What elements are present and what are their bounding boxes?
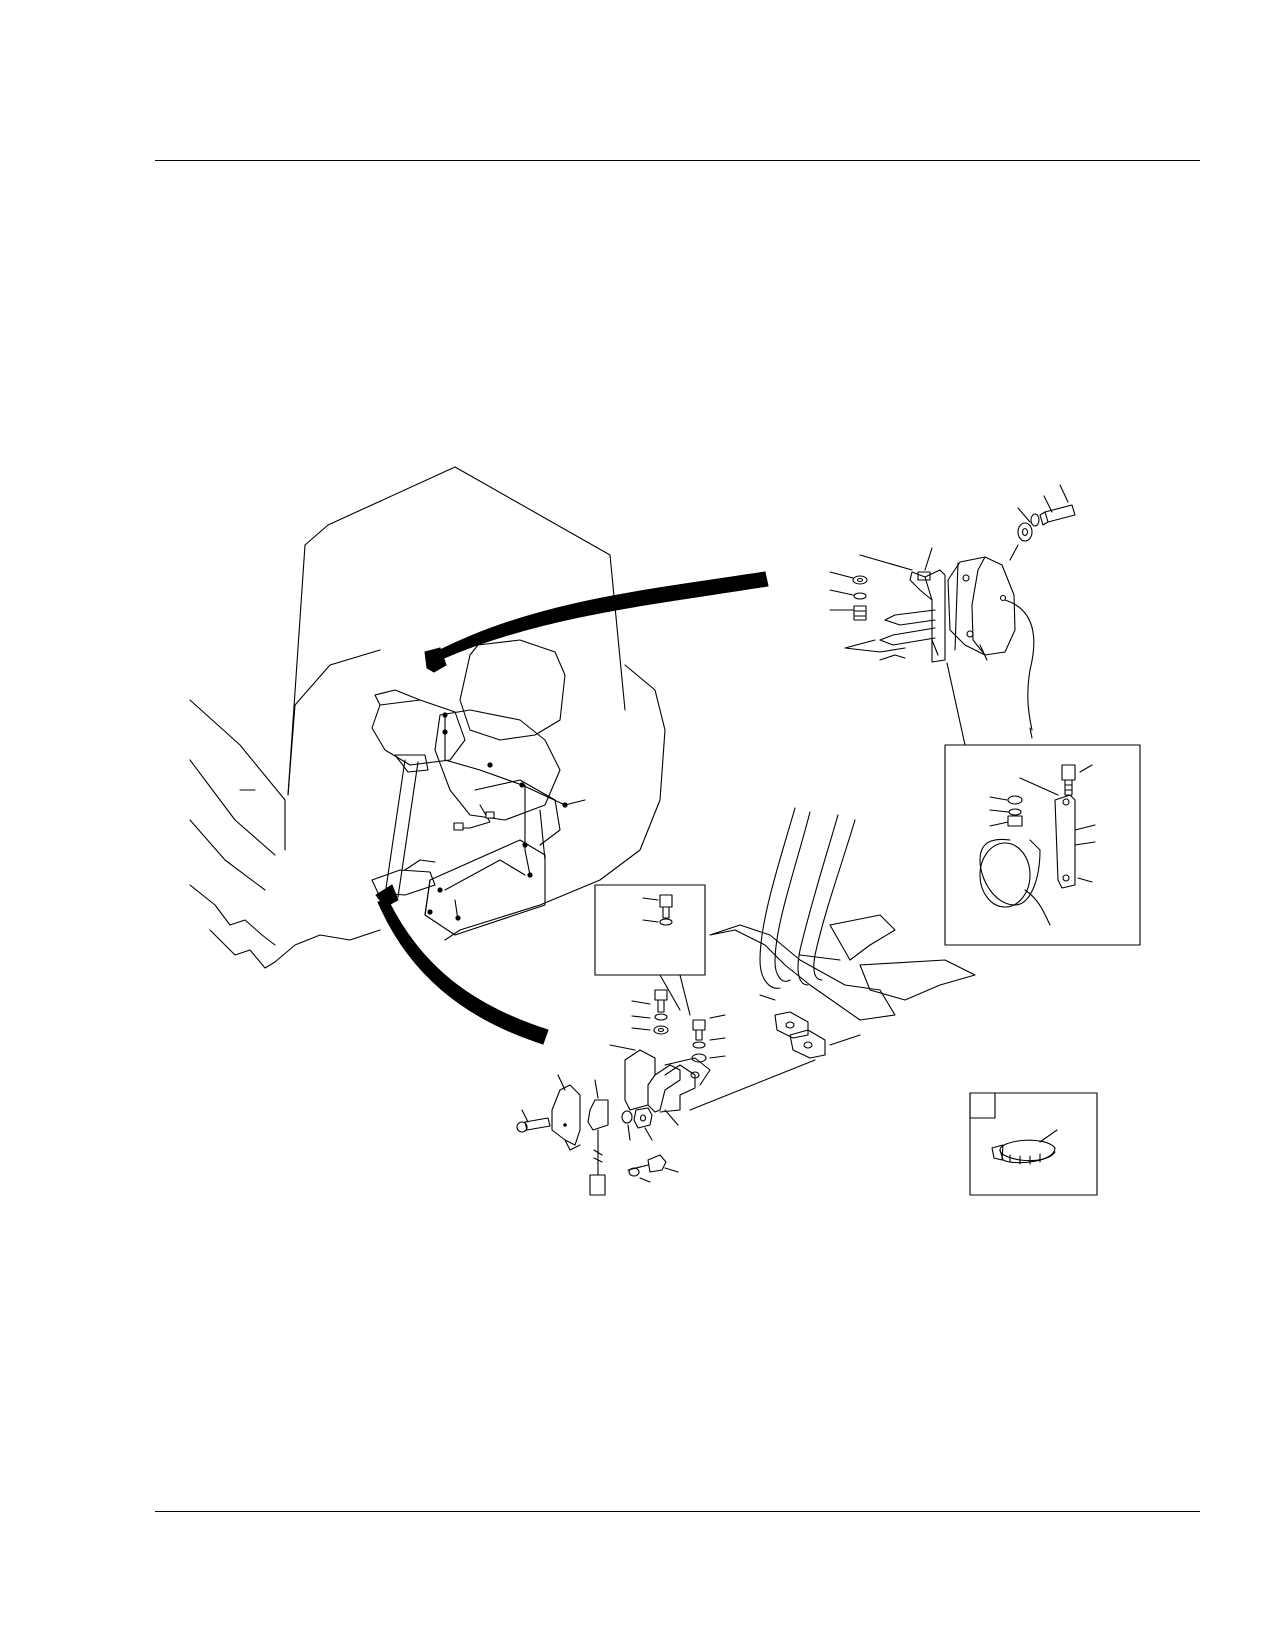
horn-bracket-detail-box bbox=[945, 745, 1140, 945]
rops-frame-left bbox=[372, 755, 435, 897]
footer-rule bbox=[155, 1511, 1200, 1512]
cab-outline bbox=[190, 467, 665, 968]
horn-assembly bbox=[830, 485, 1075, 745]
bolt-detail-box bbox=[595, 885, 705, 1015]
harness-wire-routing bbox=[427, 712, 585, 921]
header-rule bbox=[155, 160, 1200, 161]
hose-clamp-detail-box bbox=[970, 1093, 1097, 1195]
harness-upper-arrow bbox=[425, 572, 768, 672]
rops-base bbox=[690, 808, 975, 1110]
switch-hardware bbox=[517, 990, 725, 1195]
harness-lower-arrow bbox=[376, 885, 548, 1044]
